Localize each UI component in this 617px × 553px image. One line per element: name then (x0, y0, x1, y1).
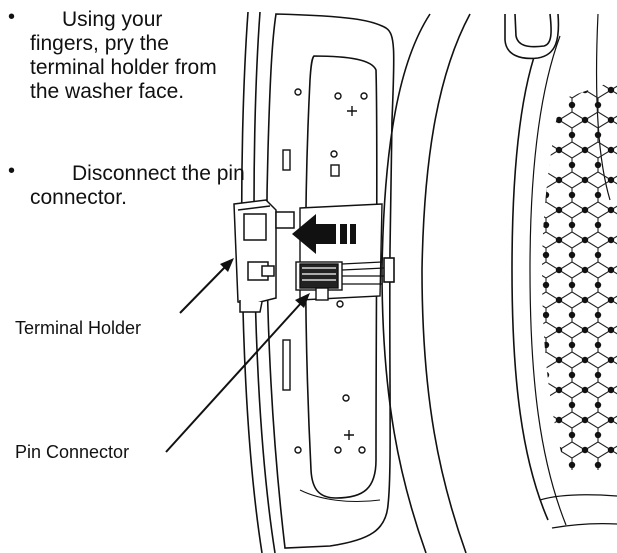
terminal-holder (233, 199, 295, 313)
washer-door-panel (265, 13, 395, 549)
label-terminal-holder: Terminal Holder (15, 318, 142, 338)
label-pin-connector: Pin Connector (15, 442, 130, 462)
bullet-2: • (8, 160, 16, 182)
terminal-holder-leader (179, 258, 234, 314)
instruction-disconnect-pin: Disconnect the pin connector. (30, 162, 245, 209)
pin-connector (295, 261, 385, 301)
drum-mesh (542, 80, 617, 470)
panel-fasteners (282, 88, 368, 454)
instruction-pry-holder: Using your fingers, pry the terminal hol… (30, 8, 217, 103)
pin-connector-leader (165, 293, 310, 453)
washer-drum-rim (381, 13, 617, 553)
pull-direction-arrow (292, 214, 356, 254)
bullet-1: • (8, 6, 16, 28)
